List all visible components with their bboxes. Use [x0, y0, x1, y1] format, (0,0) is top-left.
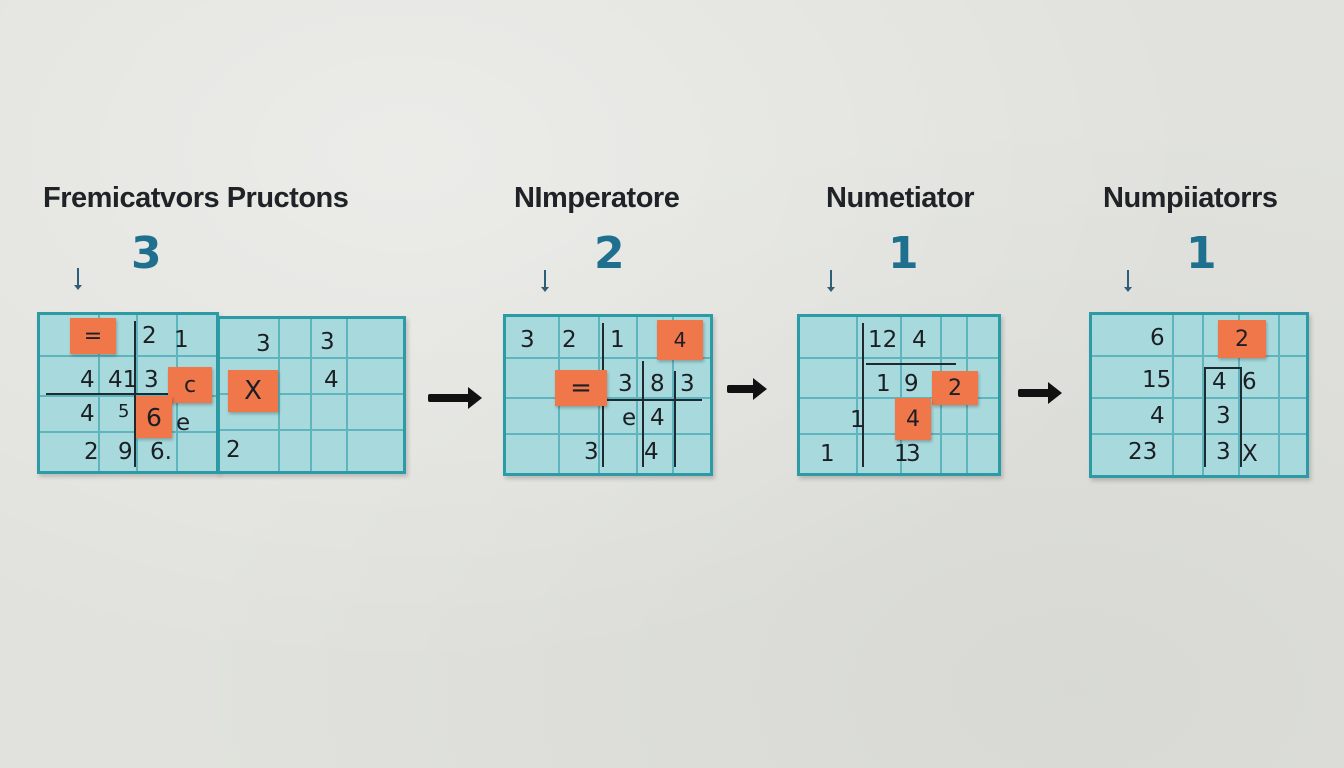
cell-value: 3	[584, 439, 599, 465]
stage-2-title: NImperatore	[514, 182, 680, 214]
stage-1-title: Fremicatvors Pructons	[43, 182, 349, 214]
stage-3-title: Numetiator	[826, 182, 975, 214]
sticky-note: 6	[136, 396, 172, 438]
sticky-note: 4	[895, 398, 931, 440]
cell-value: 4	[650, 405, 665, 431]
cell-value: 3	[520, 327, 535, 353]
sticky-note: =	[555, 370, 607, 406]
cell-value: X	[1242, 441, 1258, 467]
cell-value: 41	[108, 367, 138, 393]
cell-value: 3	[618, 371, 633, 397]
cell-value: 1	[876, 371, 891, 397]
cell-value: 8	[650, 371, 665, 397]
sticky-note: 4	[657, 320, 703, 360]
sticky-note: c	[168, 367, 212, 403]
arrow-down-icon	[827, 270, 835, 292]
cell-value: 1	[820, 441, 835, 467]
cell-value: 1	[174, 327, 189, 353]
sticky-note: =	[70, 318, 116, 354]
cell-value: 2	[226, 437, 241, 463]
cell-value: 6.	[150, 439, 172, 465]
cell-value: 1	[850, 407, 865, 433]
arrow-down-icon	[541, 270, 549, 292]
cell-value: 2	[142, 323, 157, 349]
cell-value: 3	[1216, 403, 1231, 429]
sticky-note: 2	[1218, 320, 1266, 358]
cell-value: 2	[84, 439, 99, 465]
cell-value: 9	[904, 371, 919, 397]
stage-2-number: 2	[594, 228, 625, 279]
cell-value: 4	[80, 367, 95, 393]
cell-value: 9	[118, 439, 133, 465]
cell-value: 23	[1128, 439, 1158, 465]
cell-value: 3	[144, 367, 159, 393]
cell-value: 6	[1242, 369, 1257, 395]
cell-value: e	[176, 410, 191, 436]
cell-value: 1	[894, 441, 909, 467]
cell-value: 15	[1142, 367, 1172, 393]
stage-4-number: 1	[1186, 228, 1217, 279]
cell-value: e	[622, 405, 637, 431]
cell-value: 12	[868, 327, 898, 353]
cell-value: 4	[80, 401, 95, 427]
cell-value: 3	[906, 441, 921, 467]
sticky-note: X	[228, 370, 278, 412]
arrow-down-icon	[74, 268, 82, 290]
cell-value: 4	[1212, 369, 1227, 395]
arrow-right-icon	[428, 387, 482, 409]
cell-value: 1	[610, 327, 625, 353]
arrow-right-icon	[1018, 382, 1062, 404]
stage-4-title: Numpiiatorrs	[1103, 182, 1278, 214]
cell-value: 4	[1150, 403, 1165, 429]
cell-value: 4	[912, 327, 927, 353]
cell-value: 4	[324, 367, 339, 393]
cell-value: 3	[320, 329, 335, 355]
stage-3-number: 1	[888, 228, 919, 279]
cell-value: 4	[644, 439, 659, 465]
cell-value: 3	[256, 331, 271, 357]
cell-value: 2	[562, 327, 577, 353]
cell-value: 3	[680, 371, 695, 397]
arrow-down-icon	[1124, 270, 1132, 292]
arrow-right-icon	[727, 378, 767, 400]
stage-4-grid: 6 15 4 23 4 6 3 3 X	[1089, 312, 1309, 478]
cell-value: 3	[1216, 439, 1231, 465]
sticky-note: 2	[932, 371, 978, 405]
stage-1-number: 3	[131, 228, 162, 279]
cell-value: 5	[118, 401, 130, 422]
cell-value: 6	[1150, 325, 1165, 351]
